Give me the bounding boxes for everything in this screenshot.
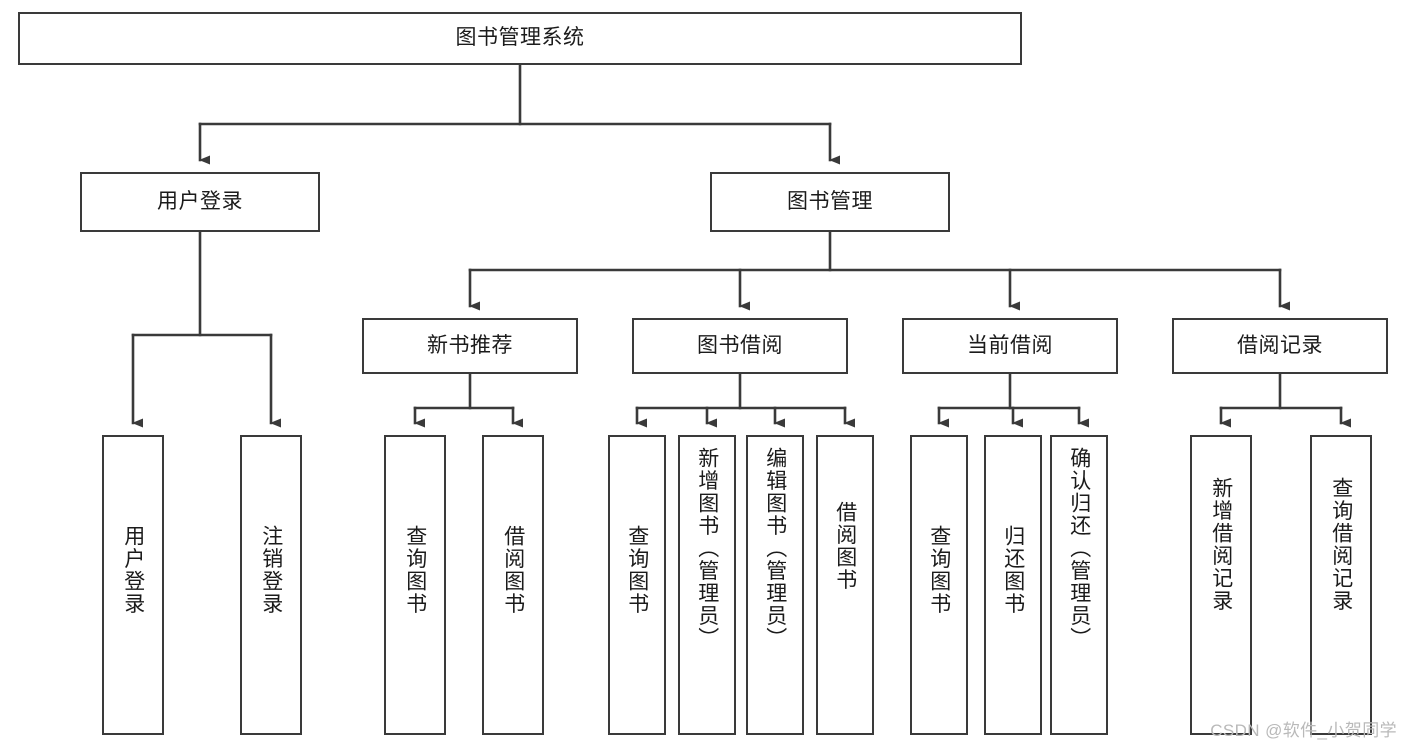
- node-leaf-user-logout[interactable]: 注销登录: [240, 435, 302, 735]
- node-leaf-br-query-record[interactable]: 查询借阅记录: [1310, 435, 1372, 735]
- node-label: 确认归还（管理员）: [1067, 447, 1091, 650]
- node-label: 用户登录: [157, 189, 243, 213]
- node-label: 注销登录: [259, 525, 283, 615]
- node-leaf-bb-add-book[interactable]: 新增图书（管理员）: [678, 435, 736, 735]
- node-leaf-bb-edit-book[interactable]: 编辑图书（管理员）: [746, 435, 804, 735]
- node-label: 新增图书（管理员）: [695, 447, 719, 650]
- node-leaf-rec-query-book[interactable]: 查询图书: [384, 435, 446, 735]
- node-label: 图书借阅: [697, 333, 783, 357]
- node-label: 查询图书: [625, 525, 649, 615]
- node-leaf-br-add-record[interactable]: 新增借阅记录: [1190, 435, 1252, 735]
- node-book-manage[interactable]: 图书管理: [710, 172, 950, 232]
- node-leaf-cb-return-book[interactable]: 归还图书: [984, 435, 1042, 735]
- node-label: 借阅图书: [501, 525, 525, 615]
- node-leaf-cb-query-book[interactable]: 查询图书: [910, 435, 968, 735]
- node-leaf-cb-confirm-return[interactable]: 确认归还（管理员）: [1050, 435, 1108, 735]
- node-label: 查询图书: [403, 525, 427, 615]
- node-user-login[interactable]: 用户登录: [80, 172, 320, 232]
- node-label: 新增借阅记录: [1209, 477, 1233, 612]
- node-label: 归还图书: [1001, 525, 1025, 615]
- node-root-system[interactable]: 图书管理系统: [18, 12, 1022, 65]
- node-current-borrow[interactable]: 当前借阅: [902, 318, 1118, 374]
- node-borrow-record[interactable]: 借阅记录: [1172, 318, 1388, 374]
- node-label: 用户登录: [121, 525, 145, 615]
- node-label: 图书管理系统: [455, 26, 585, 50]
- node-label: 图书管理: [787, 189, 873, 213]
- csdn-watermark: CSDN @软件_小贺同学: [1210, 721, 1397, 740]
- node-label: 借阅记录: [1237, 333, 1323, 357]
- node-label: 借阅图书: [833, 501, 857, 591]
- node-book-borrow[interactable]: 图书借阅: [632, 318, 848, 374]
- node-label: 查询图书: [927, 525, 951, 615]
- node-leaf-rec-borrow-book[interactable]: 借阅图书: [482, 435, 544, 735]
- node-label: 当前借阅: [967, 333, 1053, 357]
- node-leaf-bb-borrow-book[interactable]: 借阅图书: [816, 435, 874, 735]
- node-label: 编辑图书（管理员）: [763, 447, 787, 650]
- node-leaf-user-login[interactable]: 用户登录: [102, 435, 164, 735]
- node-new-book-rec[interactable]: 新书推荐: [362, 318, 578, 374]
- node-label: 查询借阅记录: [1329, 477, 1353, 612]
- node-leaf-bb-query-book[interactable]: 查询图书: [608, 435, 666, 735]
- node-label: 新书推荐: [427, 333, 513, 357]
